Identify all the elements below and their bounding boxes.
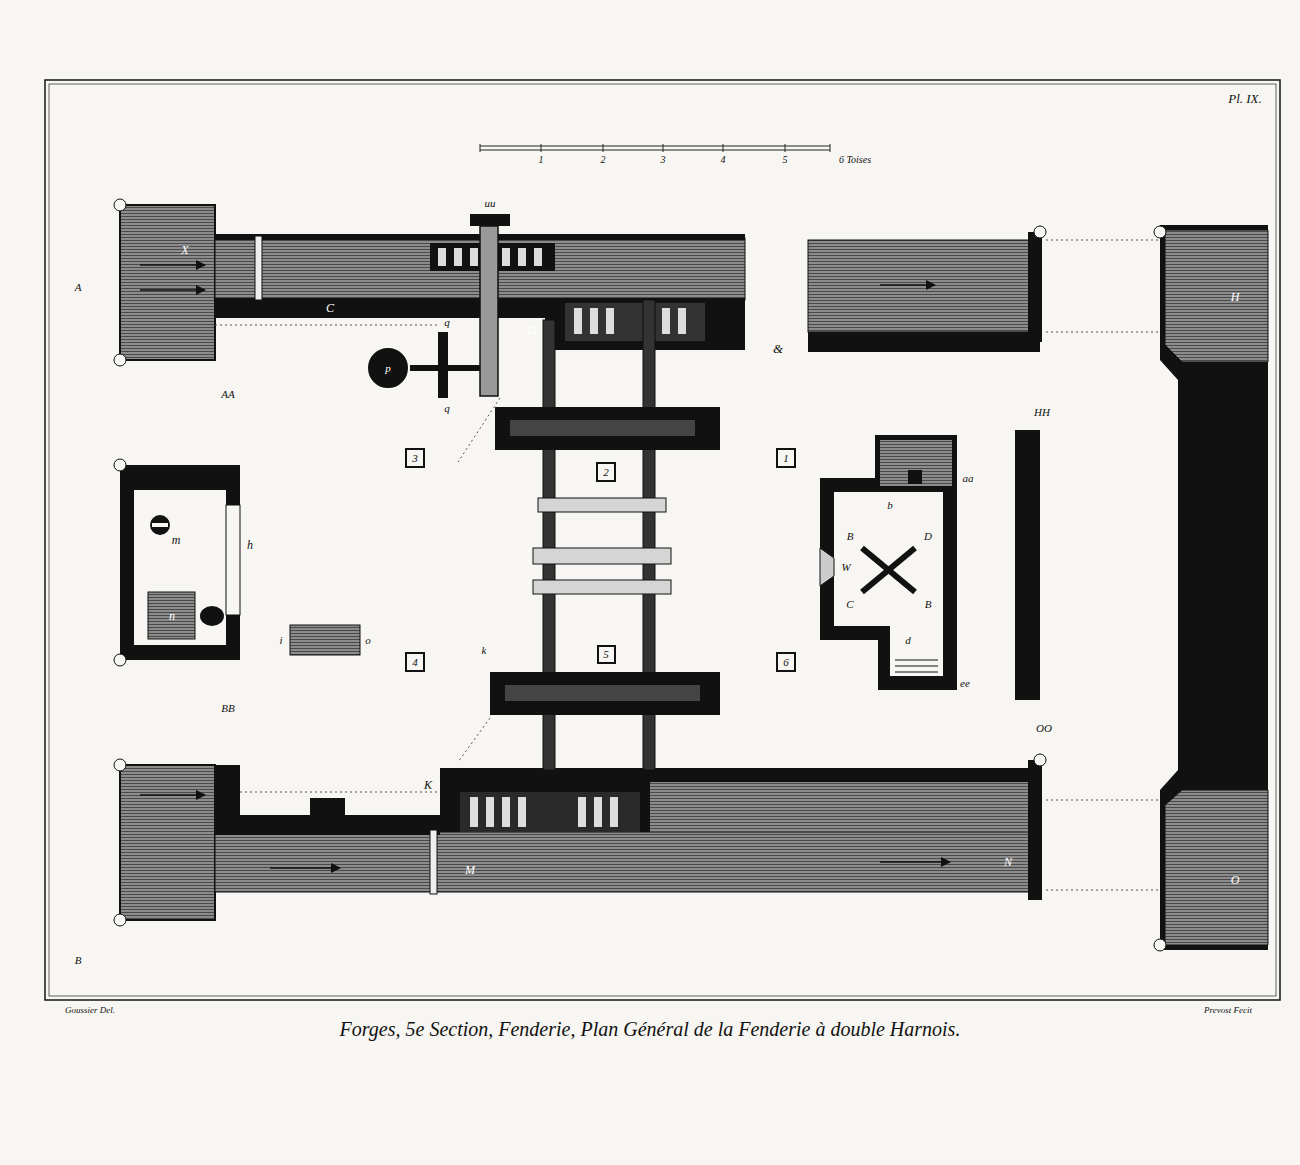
- part-letter: X: [181, 244, 188, 256]
- part-letter: A: [75, 282, 82, 293]
- part-letter: 4: [721, 155, 726, 165]
- part-letter: 2: [601, 155, 606, 165]
- part-letter: m: [172, 534, 181, 546]
- part-letter: K: [424, 779, 432, 791]
- part-letter: B: [75, 955, 82, 966]
- pier-square: 2: [596, 462, 616, 482]
- part-letter: k: [482, 645, 487, 656]
- pier-square: 1: [776, 448, 796, 468]
- callout-number: 3: [412, 453, 418, 464]
- pier-square: 6: [776, 652, 796, 672]
- part-letter: OO: [1036, 723, 1052, 734]
- part-letter: BB: [221, 703, 234, 714]
- part-letter: d: [905, 635, 911, 646]
- part-letter: Pl. IX.: [1228, 92, 1262, 105]
- callout-number: 4: [412, 657, 418, 668]
- part-letter: HH: [1034, 407, 1050, 418]
- part-letter: o: [365, 635, 371, 646]
- part-letter: h: [247, 539, 253, 551]
- pier-square: 3: [405, 448, 425, 468]
- part-letter: ee: [960, 678, 970, 689]
- part-letter: B: [925, 599, 932, 610]
- callout-number: 1: [783, 453, 789, 464]
- pier-square: 5: [597, 645, 616, 664]
- part-letter: M: [465, 864, 475, 876]
- part-letter: uu: [485, 198, 496, 209]
- wheel-circle: p: [368, 348, 408, 388]
- part-letter: Goussier Del.: [65, 1006, 115, 1015]
- part-letter: AA: [221, 389, 234, 400]
- pier-square: 4: [405, 652, 425, 672]
- callout-number: 5: [603, 649, 609, 660]
- part-letter: 1: [539, 155, 544, 165]
- part-letter: H: [1231, 291, 1240, 303]
- callout-number: p: [385, 363, 391, 374]
- part-letter: C: [846, 599, 853, 610]
- part-letter: C: [326, 302, 334, 314]
- plate-caption: Forges, 5e Section, Fenderie, Plan Génér…: [340, 1018, 961, 1041]
- part-letter: q: [444, 403, 450, 414]
- part-letter: 5: [783, 155, 788, 165]
- part-letter: D: [924, 531, 932, 542]
- part-letter: aa: [963, 473, 974, 484]
- callout-number: 6: [783, 657, 789, 668]
- part-letter: i: [279, 635, 282, 646]
- part-letter: W: [841, 562, 850, 573]
- part-letter: B: [847, 531, 854, 542]
- part-letter: b: [887, 500, 893, 511]
- part-letter: n: [169, 610, 175, 622]
- part-letter: Prevost Fecit: [1204, 1006, 1252, 1015]
- part-letter: 6 Toises: [839, 155, 871, 165]
- part-letter: q: [444, 317, 450, 328]
- part-letter: 3: [661, 155, 666, 165]
- part-letter: N: [1004, 856, 1012, 868]
- part-letter: O: [1231, 874, 1240, 886]
- part-letter: &: [773, 342, 783, 355]
- callout-number: 2: [603, 467, 609, 478]
- part-letter: D: [528, 324, 537, 336]
